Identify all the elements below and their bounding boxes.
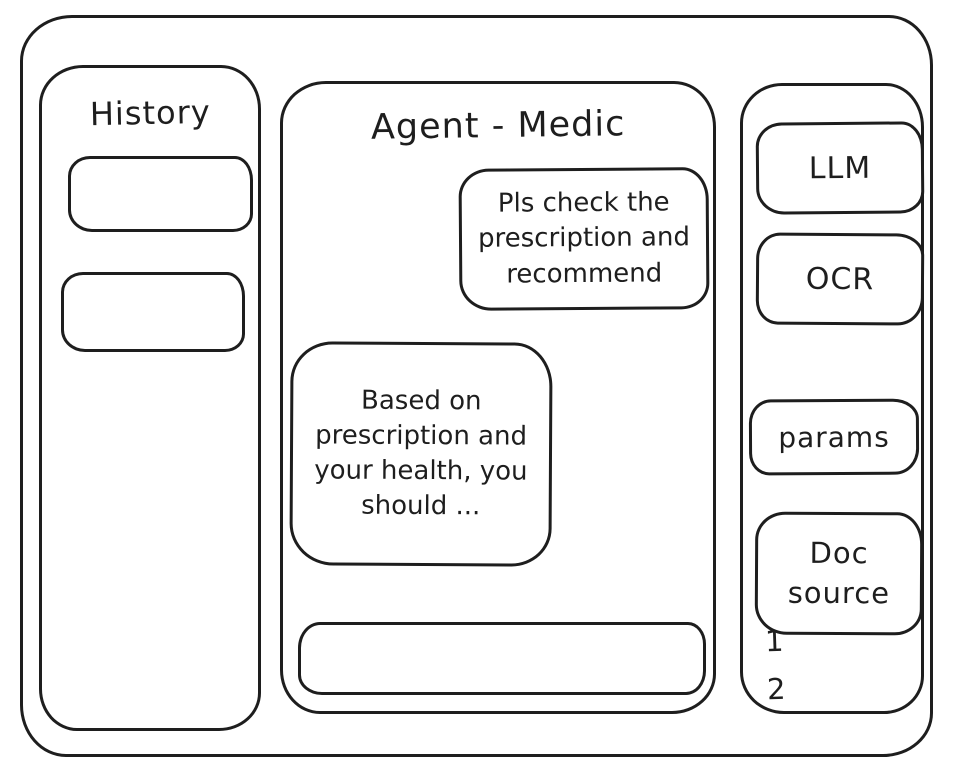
history-title: History (89, 92, 212, 134)
agent-message-text: Based on prescription and your health, y… (314, 385, 528, 522)
ocr-button[interactable]: OCR (755, 232, 925, 326)
tools-sidebar: LLM OCR params Doc source 1 2 (740, 83, 925, 714)
history-item-1[interactable] (68, 156, 253, 232)
user-message-text: Pls check the prescription and recommend (477, 187, 691, 290)
doc-source-item-2[interactable]: 2 (766, 671, 787, 707)
doc-source-button[interactable]: Doc source (754, 511, 924, 636)
user-message-bubble: Pls check the prescription and recommend (458, 167, 710, 311)
message-input[interactable] (298, 622, 706, 695)
params-button[interactable]: params (748, 398, 920, 476)
chat-title: Agent - Medic (370, 104, 626, 148)
app-frame: History Agent - Medic Pls check the pres… (20, 15, 933, 757)
history-item-2[interactable] (61, 272, 245, 352)
agent-message-bubble: Based on prescription and your health, y… (289, 341, 553, 567)
doc-source-item-1[interactable]: 1 (764, 623, 785, 659)
chat-panel: Agent - Medic Pls check the prescription… (280, 81, 716, 714)
llm-button[interactable]: LLM (755, 121, 925, 215)
history-sidebar: History (39, 65, 261, 731)
